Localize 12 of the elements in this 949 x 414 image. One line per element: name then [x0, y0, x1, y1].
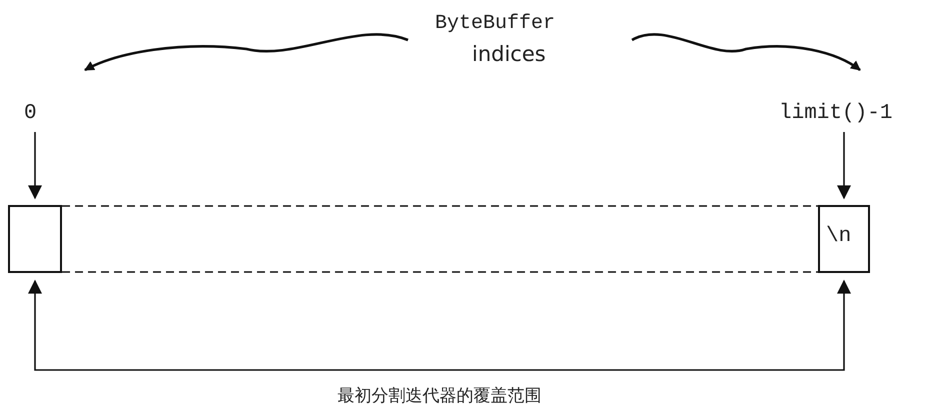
- index-label: 0: [24, 102, 37, 125]
- caption-text: indices: [472, 42, 546, 66]
- arrow: [631, 33, 861, 72]
- class-name: ByteBuffer: [435, 12, 556, 35]
- arrow: [84, 33, 408, 72]
- arrow: [28, 132, 42, 200]
- index-label: limit()-1: [779, 102, 892, 125]
- buffer-cell: [8, 205, 62, 273]
- newline-symbol: \n: [826, 225, 852, 248]
- arrow: [837, 132, 851, 200]
- bracket-arrow: [28, 280, 851, 371]
- buffer-cell: [818, 205, 870, 273]
